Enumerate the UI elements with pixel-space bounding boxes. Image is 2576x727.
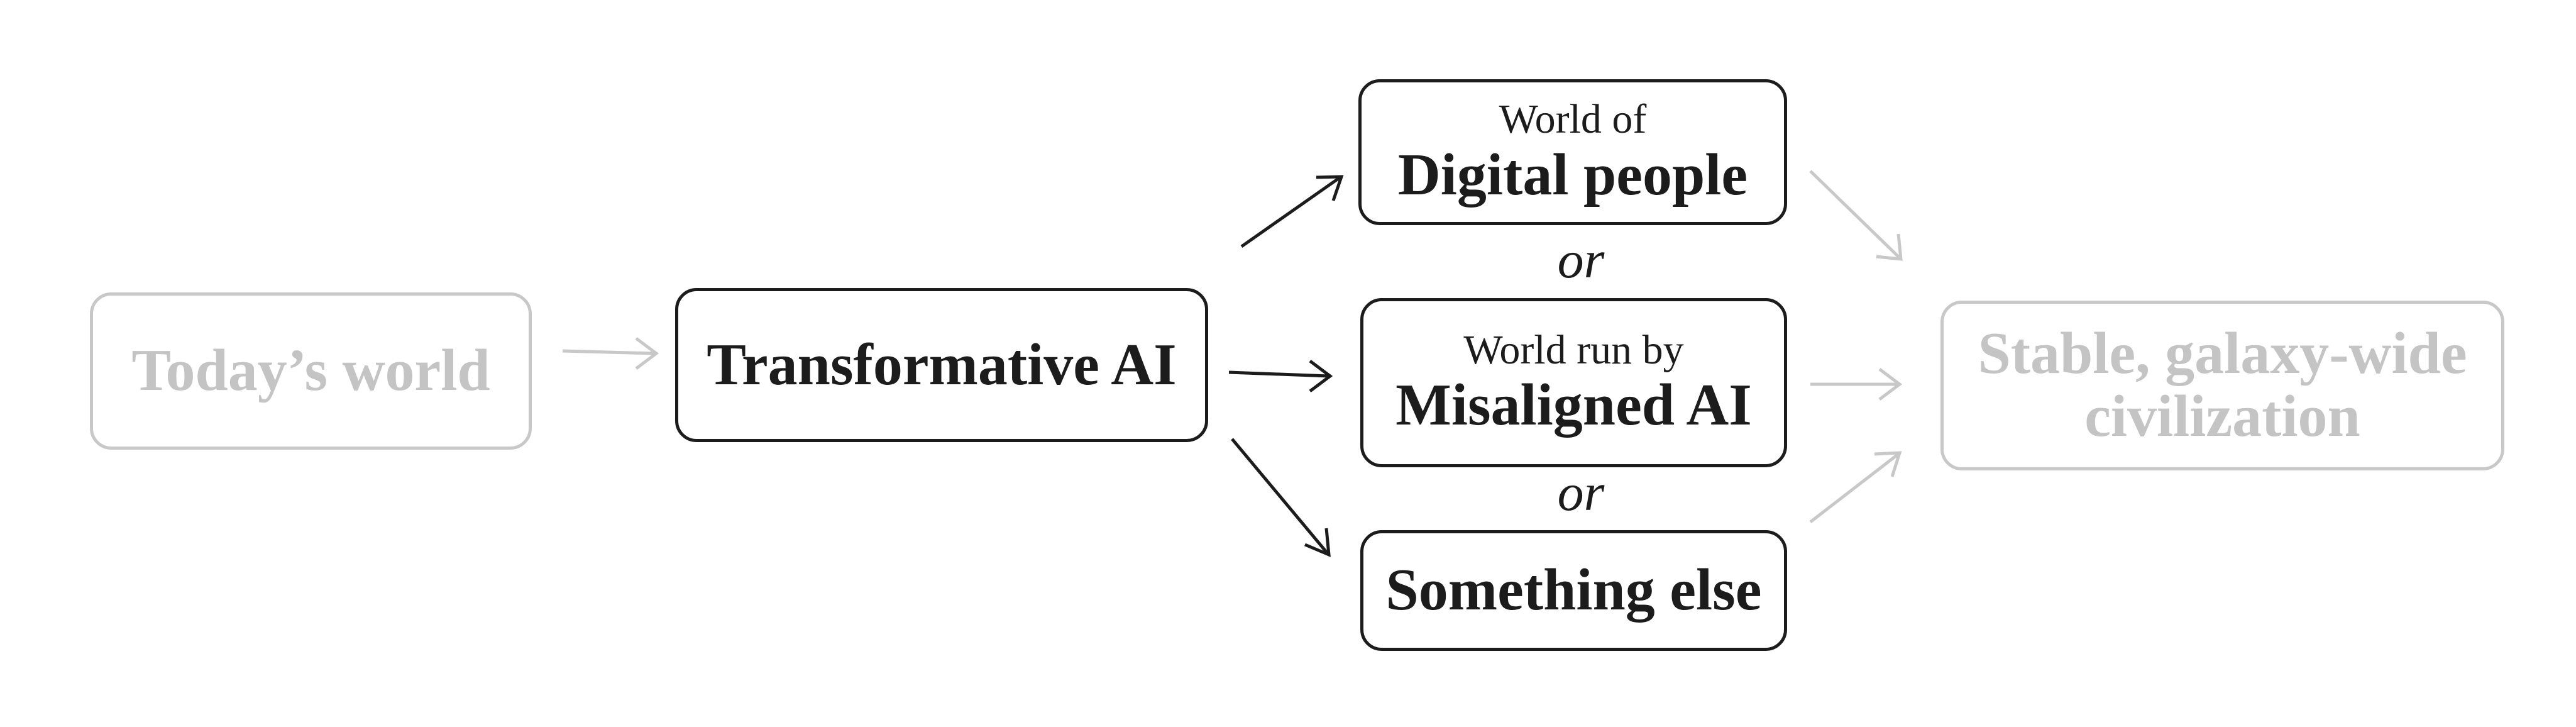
arrow-misaligned-to-stable [1810, 368, 1903, 401]
node-digital-people: World of Digital people [1358, 79, 1787, 225]
node-stable-civilization-line1: Stable, galaxy-wide [1978, 321, 2467, 387]
arrow-transformative-to-misaligned [1228, 360, 1333, 392]
node-misaligned-ai-label: Misaligned AI [1395, 372, 1752, 438]
or-connector-top: or [1557, 231, 1605, 289]
node-misaligned-ai-prefix: World run by [1463, 326, 1684, 373]
arrow-today-to-transformative [562, 337, 659, 370]
node-misaligned-ai: World run by Misaligned AI [1360, 298, 1787, 467]
node-something-else-label: Something else [1385, 557, 1762, 623]
node-transformative-ai-label: Transformative AI [707, 331, 1177, 397]
node-something-else: Something else [1360, 530, 1787, 651]
node-todays-world: Today’s world [90, 292, 532, 450]
arrow-transformative-to-something-else [1231, 438, 1331, 557]
or-connector-bottom: or [1557, 463, 1605, 522]
node-stable-civilization: Stable, galaxy-wide civilization [1940, 301, 2504, 470]
node-transformative-ai: Transformative AI [675, 288, 1208, 442]
node-digital-people-label: Digital people [1397, 142, 1748, 208]
node-todays-world-label: Today’s world [131, 338, 490, 404]
arrow-digital-to-stable [1809, 170, 1903, 261]
arrow-transformative-to-digital [1240, 175, 1344, 248]
node-stable-civilization-line2: civilization [2084, 384, 2360, 449]
node-digital-people-prefix: World of [1499, 96, 1647, 142]
arrow-something-else-to-stable [1809, 451, 1902, 523]
